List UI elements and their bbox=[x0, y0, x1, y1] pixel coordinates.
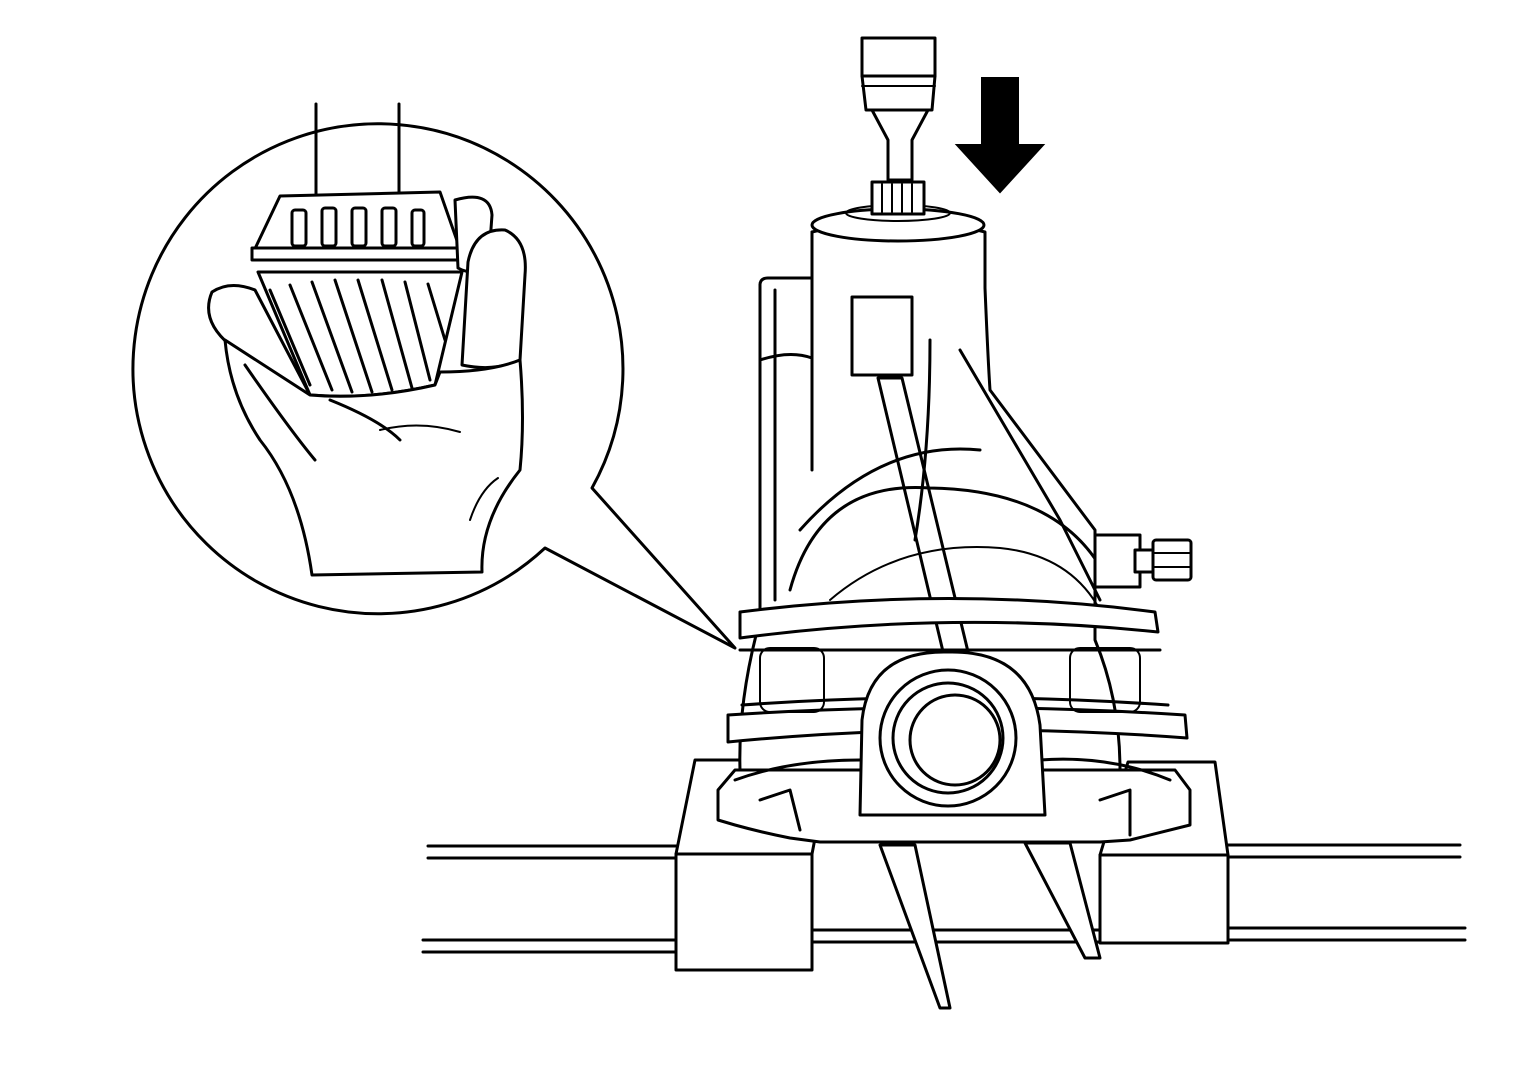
press-adapter bbox=[870, 108, 930, 182]
hand bbox=[207, 195, 527, 577]
adjuster-bolt bbox=[1093, 533, 1193, 589]
tapered-roller-bearing bbox=[250, 190, 464, 262]
differential-carrier bbox=[716, 204, 1192, 844]
press-bed-rails bbox=[421, 843, 1467, 954]
side-bearing-bore bbox=[858, 650, 1047, 817]
press-ram bbox=[860, 36, 937, 112]
push-direction-arrow bbox=[954, 77, 1046, 194]
detail-shaft-lines bbox=[314, 102, 401, 198]
pinion-shaft bbox=[870, 180, 926, 216]
